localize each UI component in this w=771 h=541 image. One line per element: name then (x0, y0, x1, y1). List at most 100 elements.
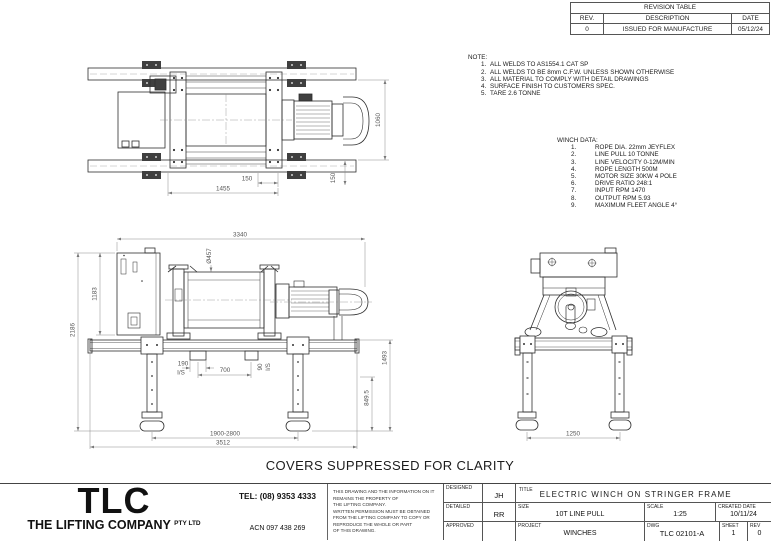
note-number: 4. (481, 83, 487, 91)
rev-label: REV (750, 523, 761, 529)
winch-data-heading: WINCH DATA: (557, 137, 598, 144)
company-name-text: THE LIFTING COMPANY (27, 518, 171, 532)
approved-label: APPROVED (446, 523, 474, 529)
dim-190: 190 (178, 361, 189, 368)
winch-item-number: 2. (571, 151, 577, 159)
dim-700: 700 (220, 367, 231, 374)
winch-data-item: 2. LINE PULL 10 TONNE (571, 151, 677, 158)
rail-clamps (142, 61, 306, 179)
note-item: 4.SURFACE FINISH TO CUSTOMERS SPEC. (481, 83, 674, 90)
dim-849-5: 849.5 (364, 390, 371, 406)
dim-is-b: I/S (265, 363, 272, 371)
winch-item-number: 8. (571, 194, 577, 202)
detailed-label: DETAILED (446, 504, 471, 510)
elevation-dimensions (74, 237, 393, 449)
winch-item-text: ROPE LENGTH 500M (595, 165, 658, 173)
title-block-grid: DESIGNED JH TITLE ELECTRIC WINCH ON STRI… (443, 484, 771, 541)
plan-view (87, 61, 370, 179)
note-number: 1. (481, 61, 487, 69)
dim-1493: 1493 (382, 351, 389, 366)
winch-item-text: LINE VELOCITY 0-12M/MIN (595, 158, 675, 166)
designed-label-cell: DESIGNED (444, 484, 482, 502)
created-date-cell: CREATED DATE 10/11/24 (715, 503, 771, 521)
revision-number: 0 (571, 24, 604, 34)
size-scale-date-row: SIZE 10T LINE PULL SCALE 1:25 CREATED DA… (515, 502, 771, 521)
disclaimer-line: REPRODUCE THE WHOLE OR PART (333, 521, 413, 527)
rev-col-header: REV. (571, 14, 604, 23)
winch-data-item: 6. DRIVE RATIO 248:1 (571, 180, 677, 187)
winch-item-number: 6. (571, 180, 577, 188)
date-col-header: DATE (742, 15, 759, 22)
stringer-beam-elevation (87, 338, 360, 361)
end-dimensions (526, 432, 621, 441)
winch-item-number: 5. (571, 173, 577, 181)
winch-item-text: INPUT RPM 1470 (595, 187, 646, 195)
winch-data-item: 3. LINE VELOCITY 0-12M/MIN (571, 159, 677, 166)
created-date-value: 10/11/24 (730, 510, 757, 518)
winch-data-block: WINCH DATA: 1.ROPE DIA. 22mm JEYFLEX 2.L… (557, 137, 677, 209)
drum-supports (166, 264, 282, 340)
size-cell: SIZE 10T LINE PULL (516, 503, 644, 521)
revision-table: REVISION TABLE REV. DESCRIPTION DATE 0 I… (570, 2, 770, 35)
project-cell: PROJECT WINCHES (516, 522, 644, 541)
note-item: 3.ALL MATERIAL TO COMPLY WITH DETAIL DRA… (481, 76, 674, 83)
scale-value: 1:25 (673, 510, 687, 518)
dwg-number: TLC 02101-A (659, 529, 705, 538)
revision-row: 0 ISSUED FOR MANUFACTURE 05/12/24 (571, 23, 769, 34)
disclaimer-line: WRITTEN PERMISSION MUST BE OBTAINED (333, 508, 431, 514)
company-acn: ACN 097 438 269 (249, 525, 306, 532)
legs-end (515, 335, 632, 431)
note-text: ALL WELDS TO BE 8mm C.F.W. UNLESS SHOWN … (490, 68, 675, 76)
project-value: WINCHES (563, 530, 597, 537)
dim-overall-length: 3340 (233, 232, 248, 239)
motor-plan (281, 93, 344, 141)
disclaimer-line: THE LIFTING COMPANY. (333, 502, 386, 507)
notes-block: NOTE: 1.ALL WELDS TO AS1554.1 CAT SP 2.A… (468, 54, 674, 98)
winch-item-number: 7. (571, 187, 577, 195)
disclaimer-line: FROM THE LIFTING COMPANY TO COPY OR (333, 515, 430, 520)
dim-offset-b: 150 (330, 172, 337, 183)
motor-elevation (270, 280, 372, 340)
winch-item-text: MOTOR SIZE 30KW 4 POLE (595, 173, 677, 181)
description-col-header: DESCRIPTION (604, 14, 732, 23)
project-dwg-sheet-rev-row: PROJECT WINCHES DWG TLC 02101-A SHEET 1 … (515, 521, 771, 541)
drawing-views: 1060 150 1455 150 (70, 61, 633, 449)
disclaimer-line: OF THIS DRAWING. (333, 528, 376, 533)
guard-loop-plan (343, 96, 370, 146)
winch-item-text: DRIVE RATIO 248:1 (595, 180, 653, 188)
winch-item-number: 1. (571, 144, 577, 152)
note-number: 3. (481, 75, 487, 83)
winch-data-item: 8.OUTPUT RPM 5.93 (571, 195, 677, 202)
note-text: ALL MATERIAL TO COMPLY WITH DETAIL DRAWI… (490, 75, 649, 83)
title-block: TLC THE LIFTING COMPANY PTY LTD TEL: (08… (0, 483, 771, 541)
copyright-disclaimer: THIS DRAWING AND THE INFORMATION ON IT R… (327, 484, 443, 540)
dim-end-leg-spacing: 1250 (566, 431, 581, 438)
dim-drum-dia: Ø457 (206, 248, 213, 264)
disclaimer-line: THIS DRAWING AND THE INFORMATION ON IT (333, 489, 435, 494)
detailed-value-cell: RR (482, 502, 515, 521)
winch-item-number: 3. (571, 158, 577, 166)
company-name: THE LIFTING COMPANY PTY LTD (0, 517, 228, 532)
scale-label: SCALE (647, 504, 664, 510)
winch-item-text: LINE PULL 10 TONNE (595, 151, 659, 159)
dim-is-a: I/S (177, 370, 185, 377)
company-suffix: PTY LTD (174, 520, 201, 527)
note-text: ALL WELDS TO AS1554.1 CAT SP (490, 61, 589, 69)
winch-item-number: 4. (571, 165, 577, 173)
legs-elevation (139, 336, 311, 432)
rev-cell: REV 0 (747, 522, 771, 541)
dwg-label: DWG (647, 523, 660, 529)
note-item: 1.ALL WELDS TO AS1554.1 CAT SP (481, 61, 674, 68)
drawing-title: ELECTRIC WINCH ON STRINGER FRAME (539, 489, 732, 499)
revision-table-header: REV. DESCRIPTION DATE (571, 13, 769, 23)
created-date-label: CREATED DATE (718, 504, 756, 510)
revision-table-title: REVISION TABLE (644, 4, 696, 11)
dwg-cell: DWG TLC 02101-A (644, 522, 719, 541)
company-logo-cell: TLC THE LIFTING COMPANY PTY LTD (0, 483, 228, 540)
winch-data-item: 5. MOTOR SIZE 30KW 4 POLE (571, 173, 677, 180)
plan-dimensions (167, 79, 389, 196)
drum-end (554, 287, 596, 330)
note-number: 2. (481, 68, 487, 76)
winch-data-item: 4. ROPE LENGTH 500M (571, 166, 677, 173)
